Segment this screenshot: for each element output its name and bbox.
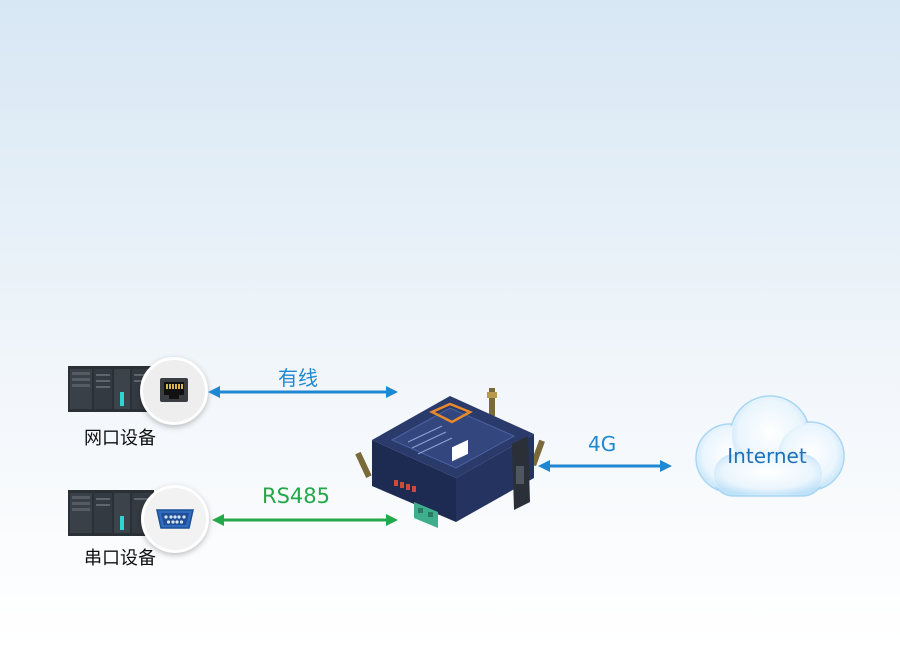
- cloud-icon: [695, 395, 845, 497]
- serial-port-badge: [141, 485, 209, 553]
- serial-device-label: 串口设备: [84, 548, 156, 569]
- ethernet-port-badge: [140, 357, 208, 425]
- ethernet-device-label: 网口设备: [84, 428, 156, 449]
- db9-serial-port-icon: [156, 509, 194, 529]
- rs485-link-label: RS485: [262, 484, 331, 508]
- ethernet-port-icon: [160, 378, 188, 402]
- industrial-4g-router-icon: [355, 388, 545, 528]
- wired-link-label: 有线: [278, 366, 318, 390]
- serial-device-plc-icon: [68, 490, 154, 536]
- internet-label: Internet: [727, 444, 807, 468]
- cellular-link-label: 4G: [588, 432, 617, 456]
